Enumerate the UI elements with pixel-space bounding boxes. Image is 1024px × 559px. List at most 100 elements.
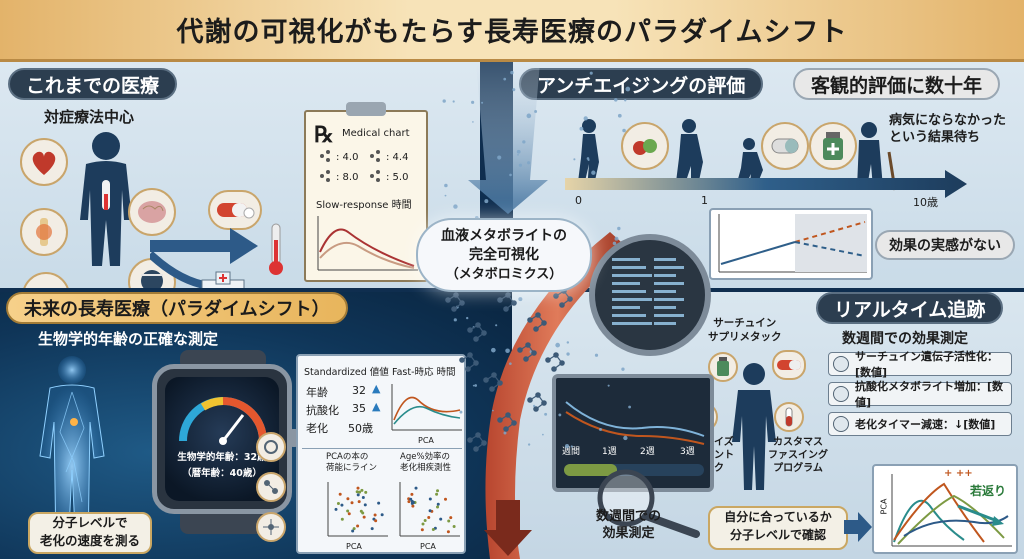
pca-point bbox=[414, 486, 418, 490]
metabolite-molecule bbox=[459, 352, 479, 372]
metabolomics-line-3: （メタボロミクス） bbox=[445, 266, 563, 282]
metabolite-particle bbox=[622, 128, 626, 133]
metabolite-particle bbox=[472, 121, 474, 123]
clock-icon bbox=[833, 416, 849, 432]
pca-point bbox=[346, 497, 350, 501]
lens-data-line bbox=[612, 274, 652, 277]
pca-point bbox=[421, 522, 425, 526]
molecular-speed-caption: 分子レベルで 老化の速度を測る bbox=[28, 512, 152, 554]
metabolite-particle bbox=[583, 116, 588, 121]
metabolite-particle bbox=[573, 158, 576, 161]
metabolite-particle bbox=[503, 431, 507, 435]
lens-data-line bbox=[612, 298, 652, 301]
standardized-values-card: Standardized 値値 Fast-時応 時間 年齢 32 ▲ 抗酸化 3… bbox=[296, 354, 466, 554]
card-chart-title: Fast-時応 時間 bbox=[392, 367, 456, 378]
metabolite-particle bbox=[542, 433, 544, 436]
measure-text-1: サーチュイン遺伝子活性化：[数値] bbox=[855, 350, 998, 379]
pca-point bbox=[362, 515, 366, 519]
network-icon bbox=[256, 512, 286, 542]
metabolite-particle bbox=[453, 204, 458, 209]
metabolite-molecule bbox=[517, 342, 537, 362]
pca-point bbox=[359, 509, 363, 513]
pca-point bbox=[411, 504, 415, 508]
pca-point bbox=[355, 490, 359, 494]
week-tick-0: 週間 bbox=[562, 447, 581, 457]
metabolite-particle bbox=[546, 79, 549, 83]
pca-point bbox=[347, 512, 351, 516]
lens-data-line bbox=[654, 290, 676, 293]
symptomatic-label: 対症療法中心 bbox=[44, 108, 135, 126]
healthy-food-icon bbox=[621, 122, 669, 170]
metabolite-particle bbox=[517, 153, 519, 156]
metabolite-particle bbox=[495, 324, 498, 327]
week-tick-3: 3週 bbox=[680, 447, 695, 457]
metabolite-particle bbox=[623, 435, 628, 441]
pca-axis-right: PCA bbox=[420, 542, 436, 551]
metabolite-particle bbox=[459, 410, 463, 414]
pca-point bbox=[446, 530, 450, 534]
pca-point bbox=[374, 519, 378, 523]
magnifier-icon bbox=[597, 469, 700, 538]
fit-caption-line-2: 分子レベルで確認 bbox=[729, 528, 826, 542]
metabolite-particle bbox=[510, 70, 514, 75]
metabolite-particle bbox=[508, 362, 512, 366]
progress-fill bbox=[564, 464, 618, 476]
person-silhouette-icon bbox=[732, 363, 776, 490]
pca-point bbox=[363, 503, 367, 507]
pca-point bbox=[436, 505, 440, 509]
decades-heading: 客観的評価に数十年 bbox=[793, 68, 1001, 100]
supplement-bottle-icon bbox=[809, 122, 857, 170]
pca-point bbox=[340, 503, 344, 507]
pca-point bbox=[356, 524, 360, 528]
chrono-age-readout: （暦年齢：40歳） bbox=[182, 468, 262, 479]
joint-icon bbox=[20, 208, 68, 256]
metabolite-particle bbox=[444, 183, 448, 188]
page-title: 代謝の可視化がもたらす長寿医療のパラダイムシフト bbox=[176, 17, 848, 48]
pca-point bbox=[336, 501, 340, 505]
no-effect-chart bbox=[709, 208, 873, 280]
pca-caption-1-line-1: PCAの本の bbox=[326, 452, 369, 462]
pca-point bbox=[436, 502, 440, 506]
metabolite-molecule bbox=[527, 312, 547, 332]
metabolite-particle bbox=[522, 140, 526, 144]
pca-point bbox=[439, 517, 443, 521]
measure-row-sirtuin: サーチュイン遺伝子活性化：[数値] bbox=[828, 350, 1012, 379]
metabolite-molecule bbox=[445, 292, 465, 312]
pca-caption-1-line-2: 荷能にライン bbox=[326, 463, 378, 473]
week-tick-2: 2週 bbox=[640, 447, 655, 457]
lens-data-line bbox=[654, 274, 676, 277]
sirtuin-gene-icon bbox=[256, 432, 286, 462]
metabolite-particle bbox=[628, 405, 632, 409]
fast-response-chart bbox=[391, 384, 462, 431]
metabolite-molecule bbox=[497, 412, 517, 432]
row-age-value: 32 bbox=[352, 384, 366, 397]
pca-point bbox=[407, 500, 411, 504]
pca-point bbox=[431, 527, 435, 531]
pca-axis-left: PCA bbox=[346, 542, 362, 551]
supp3-line-1: カスタマス bbox=[773, 437, 823, 448]
pca-point bbox=[338, 492, 342, 496]
antiaging-panel: アンチエイジングの評価 客観的評価に数十年 病気にならなかった という結果待ち … bbox=[513, 62, 1024, 288]
weeks-caption-line-1: 数週間での bbox=[596, 509, 662, 524]
pca-point bbox=[444, 497, 448, 501]
metabolite-particle bbox=[453, 318, 457, 322]
measure-row-aging-timer: 老化タイマー減速：↓[数値] bbox=[828, 412, 1012, 436]
pca-point bbox=[351, 529, 355, 533]
metabolite-molecule bbox=[467, 432, 487, 452]
metabolite-particle bbox=[516, 149, 521, 154]
metabolite-particle bbox=[621, 367, 625, 371]
pca-point bbox=[356, 493, 360, 497]
metabolite-particle bbox=[555, 342, 561, 348]
conventional-heading: これまでの医療 bbox=[8, 68, 178, 100]
pca-point bbox=[370, 527, 374, 531]
row-antiox-label: 抗酸化 bbox=[306, 404, 339, 417]
molecular-line-1: 分子レベルで bbox=[52, 515, 128, 530]
pca-scatter-plots bbox=[327, 482, 460, 537]
metabolite-particle bbox=[444, 194, 447, 197]
heart-icon bbox=[20, 138, 68, 186]
pca-caption-2: Age%効率の 老化相疾測性 bbox=[400, 452, 451, 474]
metabolite-particle bbox=[624, 99, 627, 102]
metabolite-particle bbox=[466, 316, 469, 320]
measure-text-2: 抗酸化メタボライト増加：[数値] bbox=[855, 380, 1004, 409]
